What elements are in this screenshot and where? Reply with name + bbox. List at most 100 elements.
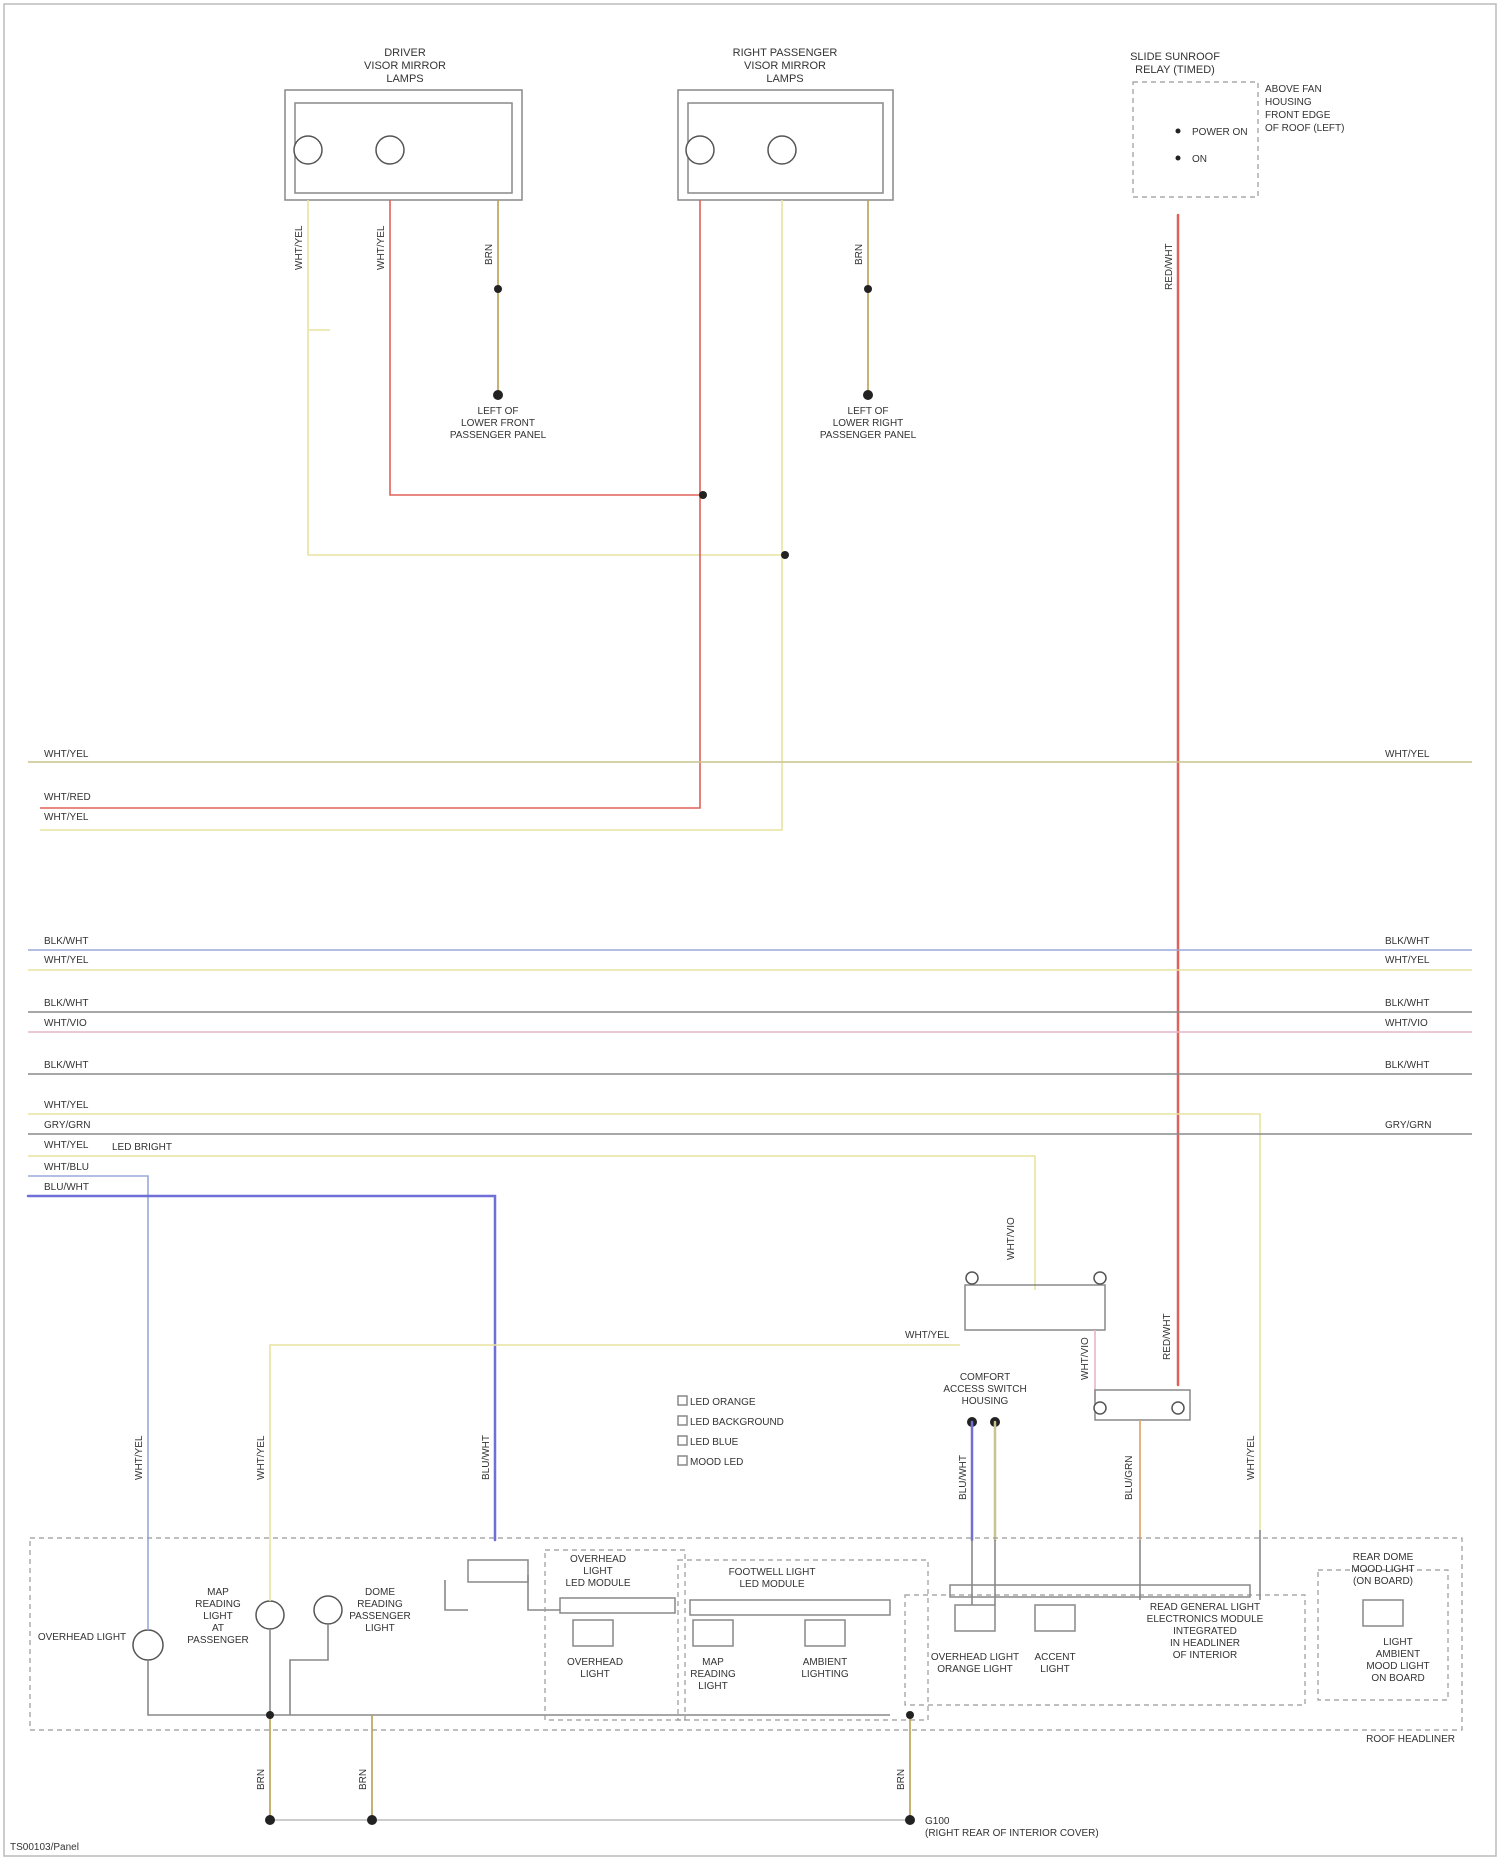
wire-label: BRN bbox=[896, 1769, 907, 1790]
bus-wire bbox=[28, 1156, 1035, 1290]
module-desc-5: OF INTERIOR bbox=[1173, 1650, 1237, 1661]
led-strip bbox=[560, 1598, 675, 1613]
ground-left-label-2: LOWER FRONT bbox=[461, 418, 535, 429]
ground-dot bbox=[493, 390, 503, 400]
pass-lamp-label-2: VISOR MIRROR bbox=[744, 60, 826, 72]
led-icon bbox=[1035, 1605, 1075, 1631]
bus-label: BLU/WHT bbox=[44, 1182, 89, 1193]
right-led-label-4: ON BOARD bbox=[1371, 1673, 1424, 1684]
wire-label: BRN bbox=[484, 244, 495, 265]
wire-label: BRN bbox=[358, 1769, 369, 1790]
right-module-label-1: REAR DOME bbox=[1353, 1552, 1414, 1563]
passenger-visor-lamps: RIGHT PASSENGER VISOR MIRROR LAMPS bbox=[678, 47, 893, 200]
driver-lamp-label-3: LAMPS bbox=[386, 73, 423, 85]
relay-box bbox=[1133, 82, 1258, 197]
middle-components: WHT/YEL WHT/VIO WHT/VIO RED/WHT BLU/GRN … bbox=[134, 1217, 1257, 1545]
led-c-label-2: LIGHTING bbox=[801, 1669, 848, 1680]
module-desc-1: READ GENERAL LIGHT bbox=[1150, 1602, 1260, 1613]
module-desc-2: ELECTRONICS MODULE bbox=[1147, 1614, 1264, 1625]
bus-label: WHT/YEL bbox=[44, 1140, 89, 1151]
wire-label: BRN bbox=[256, 1769, 267, 1790]
led-module-1 bbox=[545, 1550, 685, 1720]
connector-pin-icon bbox=[1172, 1402, 1184, 1414]
led-a-label-2: LIGHT bbox=[580, 1669, 609, 1680]
bus-label: WHT/BLU bbox=[44, 1162, 89, 1173]
led-icon bbox=[573, 1620, 613, 1646]
bus-label: WHT/YEL bbox=[44, 1100, 89, 1111]
legend-4: MOOD LED bbox=[690, 1457, 743, 1468]
right-led-label-3: MOOD LIGHT bbox=[1366, 1661, 1429, 1672]
bus-label: GRY/GRN bbox=[1385, 1120, 1432, 1131]
led-e-label-2: LIGHT bbox=[1040, 1664, 1069, 1675]
bus-label: GRY/GRN bbox=[44, 1120, 91, 1131]
splice-dot bbox=[266, 1711, 274, 1719]
driver-lamp-label-1: DRIVER bbox=[384, 47, 426, 59]
comfort-label-1: COMFORT bbox=[960, 1372, 1010, 1383]
right-module-label-2: MOOD LIGHT bbox=[1351, 1564, 1414, 1575]
bus-label: WHT/YEL bbox=[1385, 749, 1430, 760]
relay-label-2: RELAY (TIMED) bbox=[1135, 64, 1215, 76]
wire-label: WHT/VIO bbox=[1006, 1217, 1017, 1260]
wire-label: WHT/YEL bbox=[256, 1435, 267, 1480]
bus-label: BLK/WHT bbox=[44, 936, 88, 947]
bus-label: BLK/WHT bbox=[44, 998, 88, 1009]
wire-label: RED/WHT bbox=[1164, 243, 1175, 290]
ground-dot bbox=[863, 390, 873, 400]
wire-red bbox=[390, 200, 703, 495]
bus-label: WHT/VIO bbox=[1385, 1018, 1428, 1029]
splice-dot bbox=[494, 285, 502, 293]
pass-lamp-label-1: RIGHT PASSENGER bbox=[733, 47, 838, 59]
relay-contact bbox=[1176, 129, 1181, 134]
map-lamp-label-5: PASSENGER bbox=[187, 1635, 249, 1646]
map-lamp-label-4: AT bbox=[212, 1623, 224, 1634]
wire-label: WHT/YEL bbox=[376, 225, 387, 270]
bus-label: BLK/WHT bbox=[44, 1060, 88, 1071]
ground-left-label-1: LEFT OF bbox=[478, 406, 519, 417]
led-icon bbox=[955, 1605, 995, 1631]
led-icon bbox=[693, 1620, 733, 1646]
ground-right-label-3: PASSENGER PANEL bbox=[820, 430, 917, 441]
bus-label: BLK/WHT bbox=[1385, 998, 1429, 1009]
overhead-lamp-label: OVERHEAD LIGHT bbox=[38, 1632, 126, 1643]
right-led-label-2: AMBIENT bbox=[1376, 1649, 1420, 1660]
right-module-label-3: (ON BOARD) bbox=[1353, 1576, 1413, 1587]
bus-label: WHT/RED bbox=[44, 792, 91, 803]
led-strip bbox=[690, 1600, 890, 1615]
bulb-icon bbox=[768, 136, 796, 164]
wire-red bbox=[40, 200, 700, 808]
bottom-ground-label-1: G100 bbox=[925, 1816, 950, 1827]
led-icon bbox=[1363, 1600, 1403, 1626]
led-b-label-2: READING bbox=[690, 1669, 736, 1680]
legend-swatch bbox=[678, 1396, 687, 1405]
relay-note-3: FRONT EDGE bbox=[1265, 110, 1331, 121]
led-d-label-1: OVERHEAD LIGHT bbox=[931, 1652, 1019, 1663]
dome-label-1: DOME bbox=[365, 1587, 395, 1598]
led-d-label-2: ORANGE LIGHT bbox=[937, 1664, 1013, 1675]
bus-label: WHT/YEL bbox=[44, 749, 89, 760]
dome-label-2: READING bbox=[357, 1599, 403, 1610]
driver-lamp-label-2: VISOR MIRROR bbox=[364, 60, 446, 72]
ground-dot bbox=[905, 1815, 915, 1825]
relay-note-2: HOUSING bbox=[1265, 97, 1312, 108]
module-desc-3: INTEGRATED bbox=[1173, 1626, 1237, 1637]
splice-dot bbox=[781, 551, 789, 559]
wire-label: WHT/YEL bbox=[134, 1435, 145, 1480]
pass-lamp-label-3: LAMPS bbox=[766, 73, 803, 85]
bus-label: WHT/YEL bbox=[44, 812, 89, 823]
bulb-icon bbox=[686, 136, 714, 164]
wire-label: BLU/GRN bbox=[1124, 1456, 1135, 1500]
upper-wires: LEFT OF LOWER FRONT PASSENGER PANEL LEFT… bbox=[40, 200, 1178, 1385]
led-module-2-label-2: LED MODULE bbox=[739, 1579, 804, 1590]
led-e-label-1: ACCENT bbox=[1034, 1652, 1075, 1663]
bus-label: WHT/VIO bbox=[44, 1018, 87, 1029]
splice-dot bbox=[906, 1711, 914, 1719]
ground-dot bbox=[265, 1815, 275, 1825]
wire-label: WHT/YEL bbox=[294, 225, 305, 270]
ground-bus bbox=[148, 1660, 890, 1715]
wire-yellow bbox=[308, 200, 330, 330]
dome-label-4: LIGHT bbox=[365, 1623, 394, 1634]
wire-label: BLU/WHT bbox=[958, 1455, 969, 1500]
wire-yellow bbox=[270, 1345, 960, 1545]
splice-dot bbox=[699, 491, 707, 499]
